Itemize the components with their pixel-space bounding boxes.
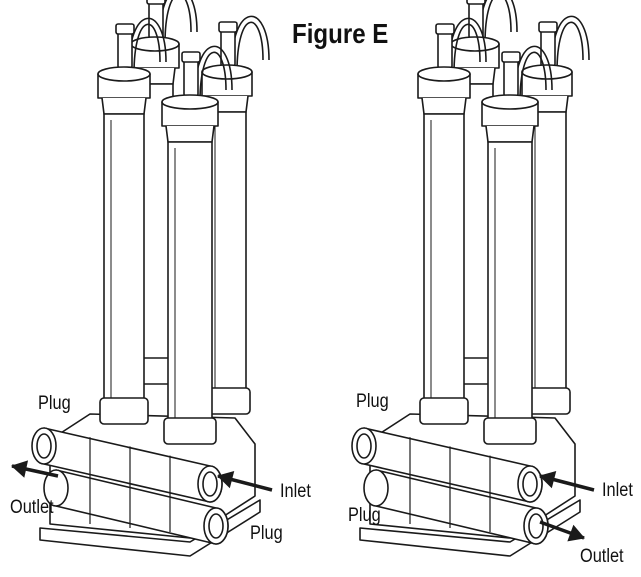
- left-outlet-arrow-head: [11, 460, 29, 478]
- right-outlet-label: Outlet: [580, 546, 624, 567]
- probe-stem: [183, 59, 199, 97]
- canister-body: [527, 111, 567, 393]
- right-plug-bottom-label: Plug: [348, 505, 381, 526]
- probe-cap: [218, 21, 238, 33]
- right-plug-top-label: Plug: [356, 391, 389, 412]
- probe-cap: [115, 23, 135, 35]
- head-rim: [161, 94, 219, 110]
- left-inlet-label: Inlet: [280, 481, 311, 502]
- canister-body: [207, 111, 247, 393]
- figure-title: Figure E: [292, 18, 389, 49]
- left-filter-unit: [31, 0, 270, 557]
- bottom-collar: [419, 397, 469, 425]
- right-inlet-arrow-head: [539, 471, 557, 489]
- flow-arrows: [11, 460, 595, 542]
- tube-loop-inner: [164, 0, 192, 45]
- head-rim: [201, 64, 253, 80]
- lower-pipe-end: [363, 469, 389, 507]
- left-plug-top-label: Plug: [38, 393, 71, 414]
- tube-loop-inner: [484, 0, 512, 45]
- lower-pipe-end: [43, 469, 69, 507]
- tube-loop-inner: [453, 23, 481, 75]
- bottom-collar: [99, 397, 149, 425]
- right-outlet-arrow-head: [567, 524, 585, 542]
- tube-loop-inner: [236, 21, 264, 73]
- probe-stem: [117, 31, 133, 69]
- upper-pipe-end-inner: [356, 433, 372, 459]
- lower-pipe-port-inner: [208, 513, 224, 539]
- head-neck: [165, 125, 215, 143]
- tube-loop-inner: [133, 23, 161, 75]
- tube-loop-inner: [199, 51, 227, 103]
- head-rim: [521, 64, 573, 80]
- left-inlet-arrow-head: [217, 471, 235, 489]
- probe-cap: [501, 51, 521, 63]
- upper-pipe-end-inner: [36, 433, 52, 459]
- head-neck: [101, 97, 147, 115]
- tube-loop-inner: [556, 21, 584, 73]
- left-outlet-label: Outlet: [10, 497, 54, 518]
- bottom-collar: [483, 417, 537, 445]
- bottom-collar: [163, 417, 217, 445]
- probe-stem: [503, 59, 519, 97]
- upper-pipe-port-inner: [522, 471, 538, 497]
- tube-loop-inner: [519, 51, 547, 103]
- probe-cap: [146, 0, 166, 5]
- head-rim: [481, 94, 539, 110]
- left-plug-bottom-label: Plug: [250, 523, 283, 544]
- probe-cap: [181, 51, 201, 63]
- canister-body: [423, 113, 465, 403]
- probe-stem: [437, 31, 453, 69]
- probe-cap: [538, 21, 558, 33]
- probe-cap: [435, 23, 455, 35]
- right-filter-unit: [351, 0, 590, 557]
- head-rim: [97, 66, 151, 82]
- head-neck: [421, 97, 467, 115]
- canister-body: [103, 113, 145, 403]
- head-neck: [485, 125, 535, 143]
- upper-pipe-port-inner: [202, 471, 218, 497]
- right-inlet-label: Inlet: [602, 480, 633, 501]
- probe-cap: [466, 0, 486, 5]
- lower-pipe-port-inner: [528, 513, 544, 539]
- head-rim: [417, 66, 471, 82]
